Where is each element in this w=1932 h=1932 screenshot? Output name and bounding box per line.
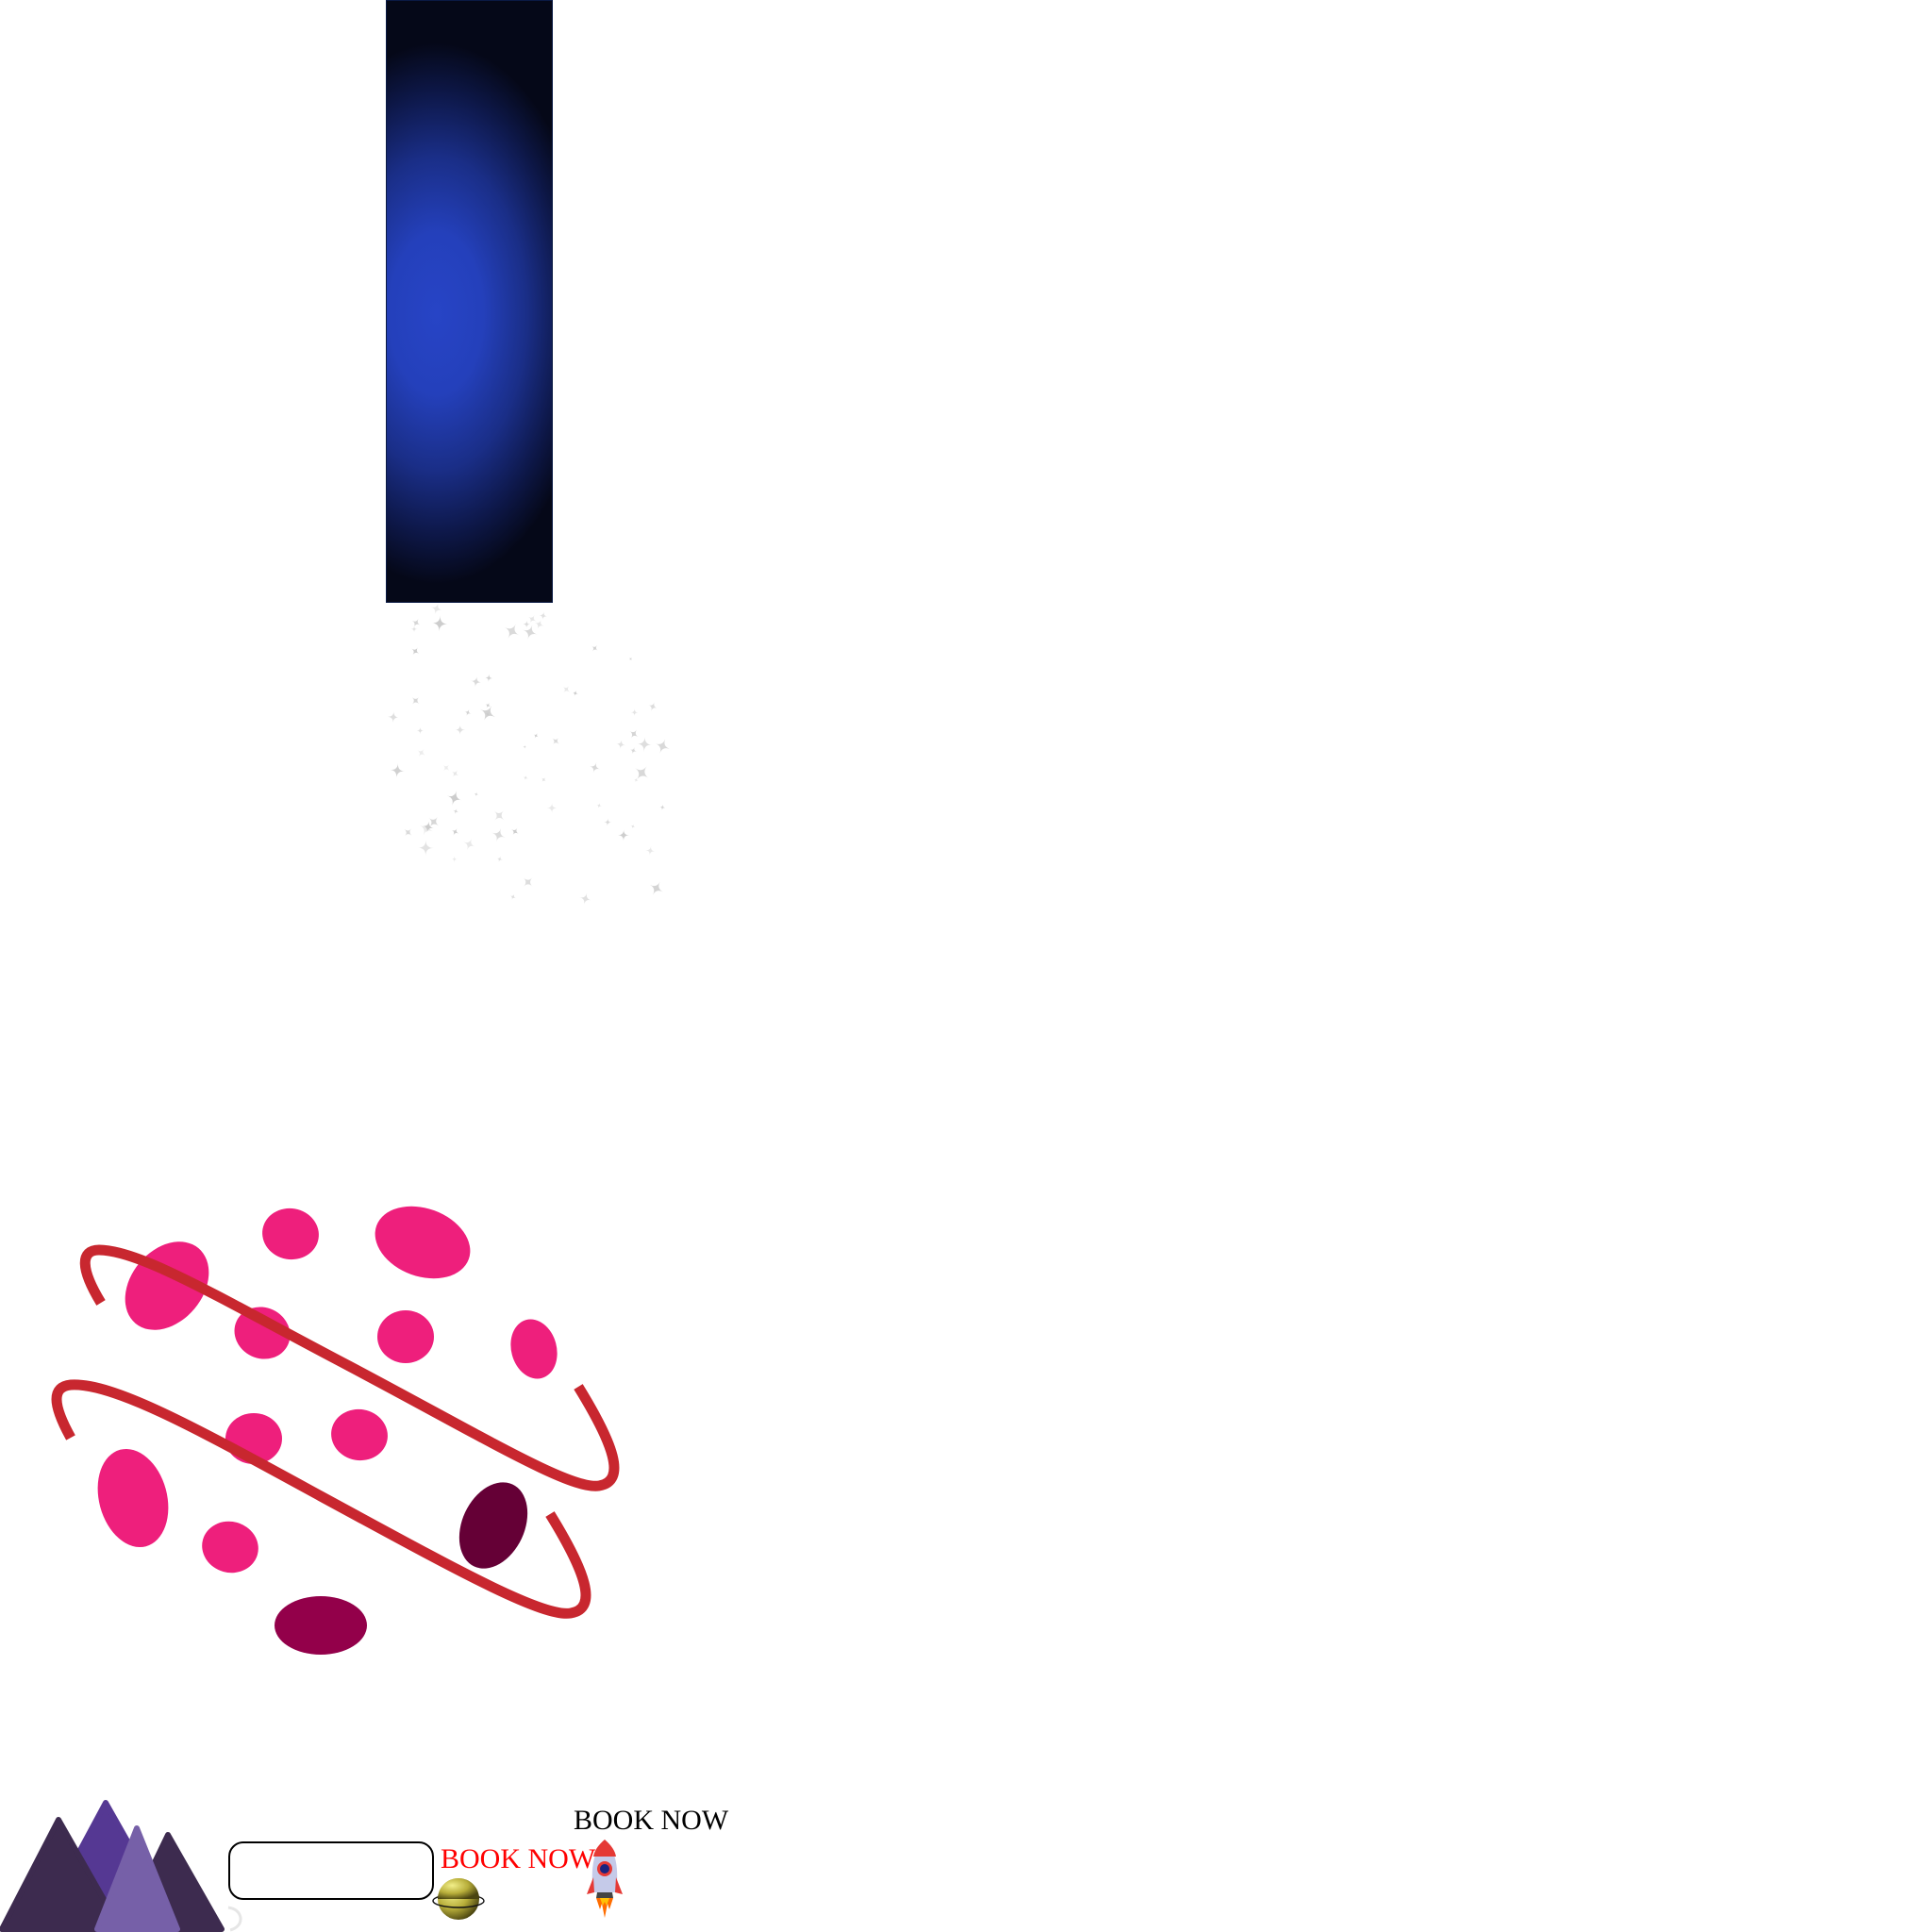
- star-icon: [453, 808, 459, 814]
- star-icon: [659, 804, 666, 810]
- star-icon: [533, 733, 539, 739]
- star-icon: [546, 803, 558, 813]
- planet-spot-dark: [458, 1482, 528, 1569]
- planet-icon: [432, 1878, 485, 1920]
- star-icon: [572, 690, 578, 696]
- star-icon: [491, 828, 506, 842]
- star-icon: [629, 658, 632, 660]
- star-icon: [579, 892, 591, 905]
- star-icon: [616, 740, 626, 750]
- booking-input[interactable]: [228, 1841, 434, 1900]
- star-icon: [523, 744, 527, 749]
- star-icon: [504, 624, 520, 639]
- star-icon: [509, 893, 516, 900]
- planet-spot-wine: [275, 1596, 367, 1655]
- star-icon: [596, 803, 602, 808]
- star-icon: [534, 619, 544, 629]
- star-icon: [428, 816, 440, 827]
- star-icon: [418, 840, 434, 857]
- star-icon: [431, 615, 448, 632]
- rocket-icon: [587, 1840, 623, 1918]
- star-icon: [523, 774, 528, 781]
- star-icon: [390, 763, 405, 778]
- star-icon: [637, 736, 653, 753]
- star-icon: [451, 828, 459, 836]
- star-icon: [411, 647, 420, 656]
- star-icon: [562, 686, 570, 693]
- star-icon: [442, 764, 450, 771]
- planet-illustration: [51, 1206, 620, 1655]
- star-icon: [648, 702, 658, 711]
- star-icon: [645, 846, 656, 856]
- mountains-icon: [0, 1800, 225, 1932]
- star-icon: [635, 766, 649, 780]
- star-icon: [511, 827, 519, 836]
- star-icon: [496, 856, 503, 862]
- star-icon: [630, 824, 636, 829]
- star-icon: [417, 748, 425, 758]
- star-icon: [633, 777, 639, 783]
- star-icon: [523, 620, 531, 628]
- star-icon: [387, 711, 400, 724]
- star-icon: [630, 708, 639, 716]
- star-icon: [451, 856, 458, 862]
- star-icon: [485, 674, 493, 682]
- star-icon: [629, 747, 637, 755]
- star-icon: [430, 604, 442, 615]
- star-icon: [523, 625, 538, 640]
- star-icon: [404, 828, 412, 837]
- star-icon: [464, 709, 472, 716]
- star-icon: [528, 615, 537, 624]
- star-icon: [455, 724, 466, 736]
- stars-field: [387, 604, 670, 905]
- planet-rings: [51, 1244, 620, 1619]
- star-icon: [471, 676, 482, 688]
- star-icon: [649, 881, 663, 895]
- star-icon: [410, 625, 418, 633]
- star-icon: [419, 821, 434, 836]
- star-icon: [411, 697, 420, 705]
- star-icon: [655, 739, 670, 754]
- ring-icon: [227, 1906, 242, 1932]
- star-icon: [629, 729, 639, 739]
- star-icon: [446, 791, 462, 806]
- star-icon: [541, 777, 546, 782]
- book-now-heading: BOOK NOW: [574, 1805, 729, 1836]
- star-icon: [590, 762, 600, 774]
- star-icon: [451, 770, 458, 777]
- star-icon: [604, 818, 612, 826]
- star-icon: [480, 706, 495, 721]
- star-icon: [591, 645, 598, 652]
- star-icon: [411, 618, 421, 627]
- planet-spots: [97, 1206, 558, 1574]
- star-icon: [422, 821, 434, 833]
- star-icon: [485, 702, 491, 708]
- space-hero-panel: [386, 0, 553, 603]
- star-icon: [618, 829, 630, 841]
- star-icon: [523, 877, 533, 887]
- star-icon: [474, 791, 479, 797]
- book-now-button[interactable]: BOOK NOW: [441, 1843, 596, 1874]
- star-icon: [416, 727, 424, 735]
- star-icon: [463, 838, 475, 851]
- star-icon: [493, 810, 505, 821]
- star-icon: [552, 738, 559, 745]
- star-icon: [539, 611, 548, 620]
